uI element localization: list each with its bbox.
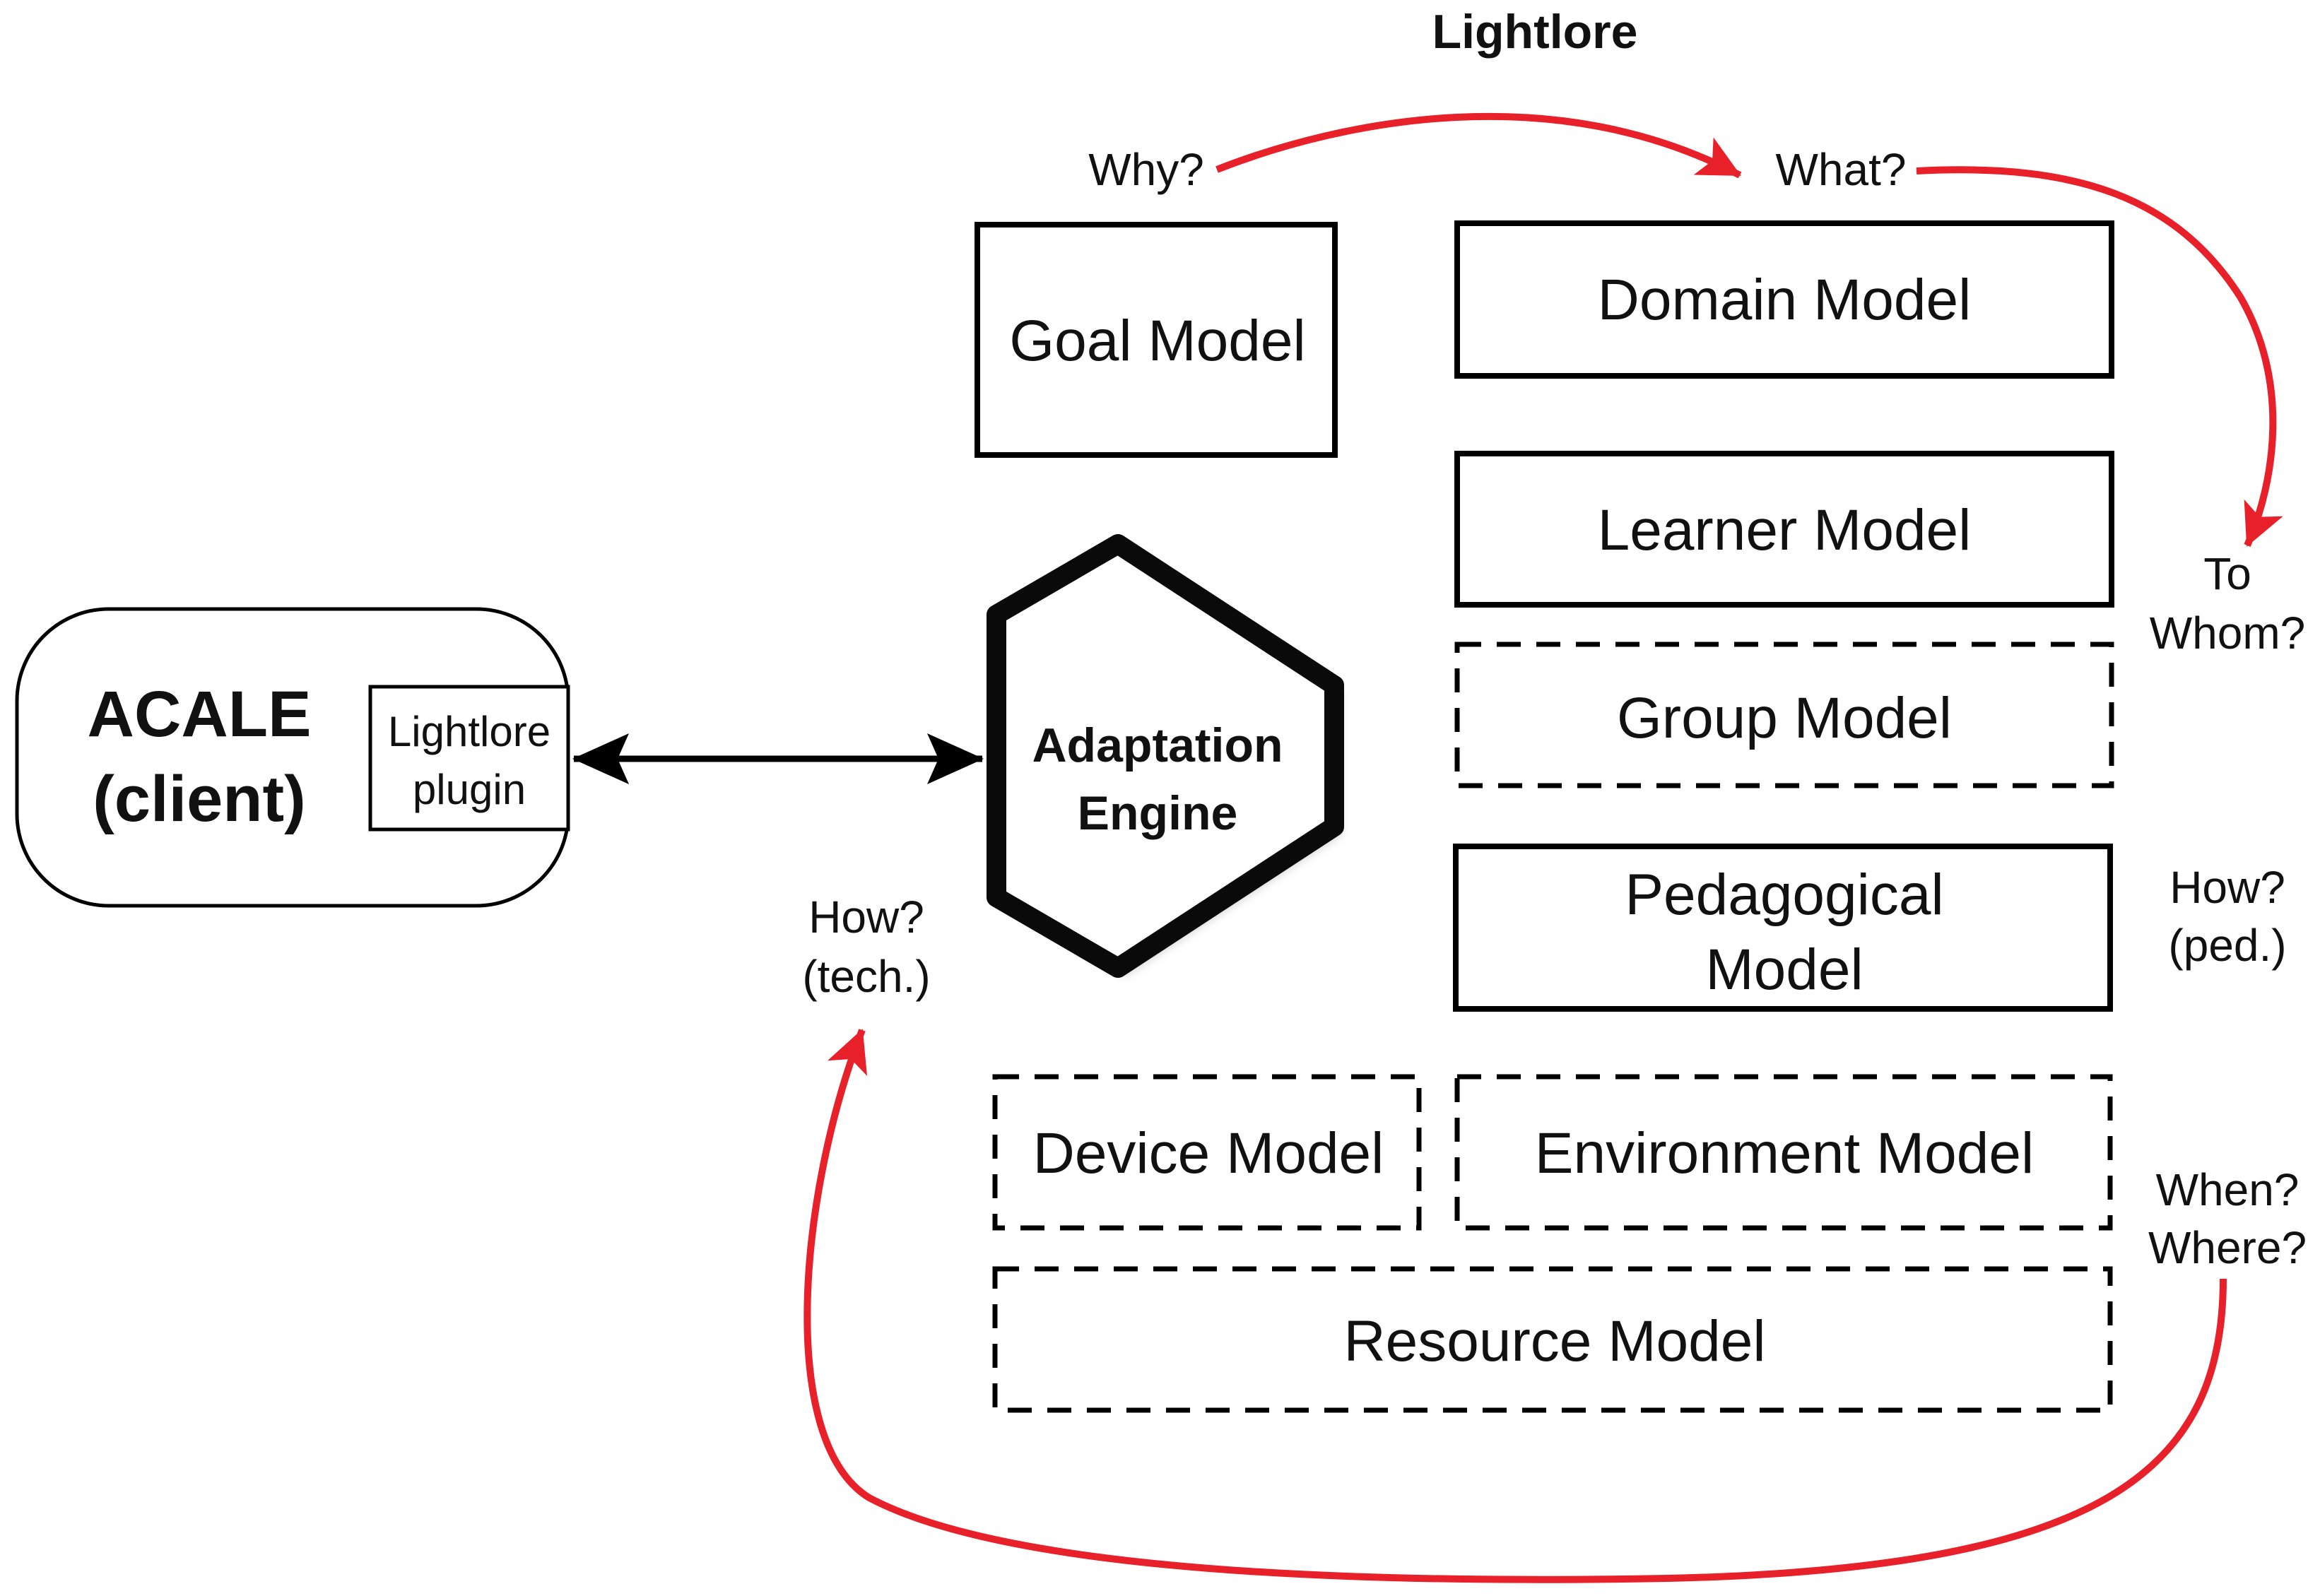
question-how-tech-line2: (tech.)	[802, 951, 930, 1002]
domain-model-box	[1454, 220, 2114, 379]
plugin-box	[368, 685, 570, 832]
client-role: (client)	[93, 763, 306, 835]
learner-model-box	[1454, 451, 2114, 608]
plugin-label-line2: plugin	[413, 766, 526, 813]
client-name: ACALE	[88, 678, 312, 750]
pedagogical-model-box	[1453, 844, 2113, 1012]
gear-icon	[987, 534, 1344, 978]
client-box: ACALE (client) Lightlore plugin	[15, 607, 570, 908]
engine-label-line1: Adaptation	[1032, 719, 1283, 772]
environment-model-label: Environment Model	[1535, 1121, 2034, 1186]
pedagogical-model-label-line1: Pedagogical	[1625, 863, 1943, 927]
question-what: What?	[1776, 144, 1907, 195]
environment-model-box	[1454, 1074, 2113, 1231]
adaptation-engine: Adaptation Engine	[987, 534, 1344, 978]
question-to-whom-line1: To	[2203, 548, 2251, 599]
resource-model-label: Resource Model	[1343, 1309, 1765, 1373]
engine-label-line2: Engine	[1078, 786, 1238, 840]
question-how-tech-line1: How?	[808, 892, 924, 942]
device-model-box	[992, 1074, 1422, 1231]
domain-model-label: Domain Model	[1598, 268, 1972, 332]
flow-arrow-what-to-whom	[1916, 166, 2283, 547]
question-where: Where?	[2148, 1222, 2307, 1273]
plugin-label-line1: Lightlore	[388, 708, 550, 755]
pedagogical-model-label-line2: Model	[1705, 938, 1863, 1002]
flow-arrow-why-to-what	[1215, 112, 1742, 179]
goal-model-box	[975, 222, 1338, 458]
learner-model-label: Learner Model	[1598, 498, 1972, 562]
question-to-whom-line2: Whom?	[2150, 608, 2306, 658]
flow-arrow-where-to-how-tech	[803, 1029, 2227, 1583]
resource-model-box	[992, 1266, 2113, 1413]
question-how-ped-line2: (ped.)	[2168, 920, 2286, 971]
question-when: When?	[2156, 1164, 2300, 1215]
device-model-label: Device Model	[1033, 1121, 1384, 1186]
question-how-ped-line1: How?	[2169, 862, 2285, 913]
goal-model-label: Goal Model	[1009, 309, 1305, 373]
group-model-box	[1454, 642, 2114, 788]
diagram-title: Lightlore	[1432, 5, 1638, 59]
question-why: Why?	[1088, 144, 1204, 195]
group-model-label: Group Model	[1617, 686, 1952, 750]
